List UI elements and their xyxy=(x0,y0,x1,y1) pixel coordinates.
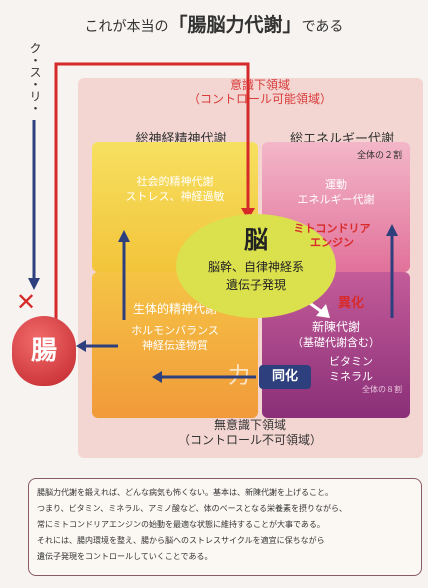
brain-title: 脳 xyxy=(244,226,268,254)
box-br-line3: ビタミン xyxy=(329,355,373,368)
kusuri-label: ク・ス・リ・ xyxy=(28,42,42,114)
note-line: つまり、ビタミン、ミネラル、アミノ酸など、体のベースとなる栄養素を摂りながら、 xyxy=(37,504,347,513)
box-bl-line2: ホルモンバランス xyxy=(131,324,219,337)
box-tr-note: 全体の２割 xyxy=(356,151,402,161)
brain-line2: 遺伝子発現 xyxy=(225,278,286,292)
lower-region-line2: （コントロール不可領域） xyxy=(177,433,322,447)
box-tl-line2: ストレス、神経過敏 xyxy=(125,190,225,203)
left-up-arrowhead xyxy=(118,230,130,242)
box-br-line4: ミネラル xyxy=(329,370,373,383)
box-br-note: 全体の８割 xyxy=(362,385,402,394)
title-suffix: である xyxy=(301,19,344,35)
to-gut-arrowhead xyxy=(76,340,86,352)
box-tl-line1: 社会的精神代謝 xyxy=(136,175,214,188)
box-br-line2: （基礎代謝含む） xyxy=(292,336,380,349)
upper-region-line1: 意識下領域 xyxy=(229,78,290,92)
title-prefix: これが本当の xyxy=(84,19,169,35)
red-feedback-line xyxy=(54,62,250,330)
page-title: これが本当の「腸脳力代謝」である xyxy=(0,10,428,37)
box-social-mental: 社会的精神代謝 ストレス、神経過敏 xyxy=(92,142,258,272)
box-br-line1: 新陳代謝 xyxy=(311,320,360,334)
box-tr-line1: 運動 xyxy=(325,178,347,191)
catabolism-label: 異化 xyxy=(338,296,365,311)
upper-region-line2: （コントロール可能領域） xyxy=(187,92,332,106)
lower-region-line1: 無意識下領域 xyxy=(213,418,286,432)
x-mark-icon: ✕ xyxy=(16,288,37,316)
box-bl-line3: 神経伝達物質 xyxy=(142,339,208,352)
mito-line1: ミトコンドリア xyxy=(293,222,371,235)
douka-arrowhead xyxy=(152,371,162,383)
lower-region-label: 無意識下領域 （コントロール不可領域） xyxy=(150,418,350,448)
gut-icon xyxy=(12,316,76,386)
brain-ellipse xyxy=(176,214,336,318)
kusuri-arrowhead xyxy=(28,278,40,290)
brain-subtext: 脳幹、自律神経系 遺伝子発現 xyxy=(176,258,336,294)
title-main: 「腸脳力代謝」 xyxy=(168,14,302,36)
mitochondria-label: ミトコンドリア エンジン xyxy=(282,222,382,250)
note-line: 腸脳力代謝を鍛えれば、どんな病気も怖くない。基本は、新陳代謝を上げること。 xyxy=(37,488,333,497)
brain-line1: 脳幹、自律神経系 xyxy=(207,260,304,274)
gut-label: 腸 xyxy=(30,336,57,366)
note-line: それには、腸内環境を整え、腸から脳へのストレスサイクルを適宜に保ちながら xyxy=(37,536,325,545)
upper-region-label: 意識下領域 （コントロール可能領域） xyxy=(160,78,360,106)
note-line: 遺伝子発現をコントロールしていくことである。 xyxy=(37,552,213,561)
box-bl-line1: 生体的精神代謝 xyxy=(132,302,217,316)
anabolism-label: 同化 xyxy=(259,365,311,389)
note-line: 常にミトコンドリアエンジンの始動を最適な状態に維持することが大事である。 xyxy=(37,520,325,529)
explanation-note: 腸脳力代謝を鍛えれば、どんな病気も怖くない。基本は、新陳代謝を上げること。 つま… xyxy=(28,478,422,576)
box-tr-line2: エネルギー代謝 xyxy=(297,193,375,206)
ika-arrowhead xyxy=(316,304,330,318)
mito-line2: エンジン xyxy=(310,236,354,249)
right-up-arrowhead xyxy=(386,224,398,236)
